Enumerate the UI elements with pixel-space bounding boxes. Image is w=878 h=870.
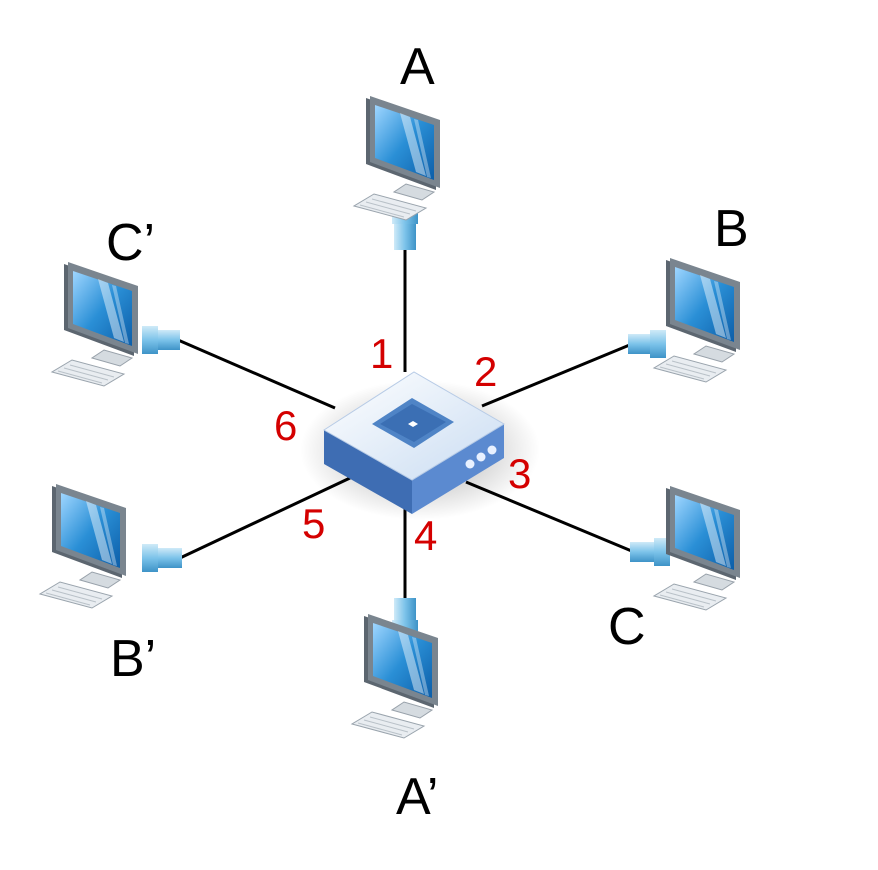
computer-a-prime bbox=[351, 613, 439, 739]
connector-b bbox=[628, 330, 666, 358]
port-label-4: 4 bbox=[414, 512, 437, 559]
connector-c-prime bbox=[142, 326, 180, 354]
port-label-5: 5 bbox=[302, 500, 325, 547]
network-switch-icon bbox=[300, 371, 540, 520]
host-label-c-prime: C’ bbox=[106, 214, 155, 272]
host-label-a: A bbox=[400, 38, 435, 96]
port-label-6: 6 bbox=[274, 402, 297, 449]
computer-b bbox=[653, 257, 741, 383]
host-label-c: C bbox=[608, 598, 646, 656]
host-label-b-prime: B’ bbox=[110, 630, 156, 688]
port-labels: 1 2 3 4 5 6 bbox=[274, 330, 531, 559]
port-label-3: 3 bbox=[508, 450, 531, 497]
connector-b-prime bbox=[142, 544, 182, 572]
host-label-b: B bbox=[714, 200, 749, 258]
computer-c bbox=[653, 485, 741, 611]
computer-b-prime bbox=[39, 483, 127, 609]
cable-c-prime bbox=[177, 338, 336, 410]
computer-c-prime bbox=[51, 261, 139, 387]
computer-a bbox=[353, 95, 441, 221]
cable-b bbox=[481, 342, 633, 408]
host-labels: A B C A’ B’ C’ bbox=[106, 38, 749, 826]
port-label-1: 1 bbox=[370, 330, 393, 377]
host-label-a-prime: A’ bbox=[396, 768, 438, 826]
port-label-2: 2 bbox=[474, 348, 497, 395]
cable-b-prime bbox=[179, 476, 351, 560]
connector-c bbox=[630, 538, 670, 566]
